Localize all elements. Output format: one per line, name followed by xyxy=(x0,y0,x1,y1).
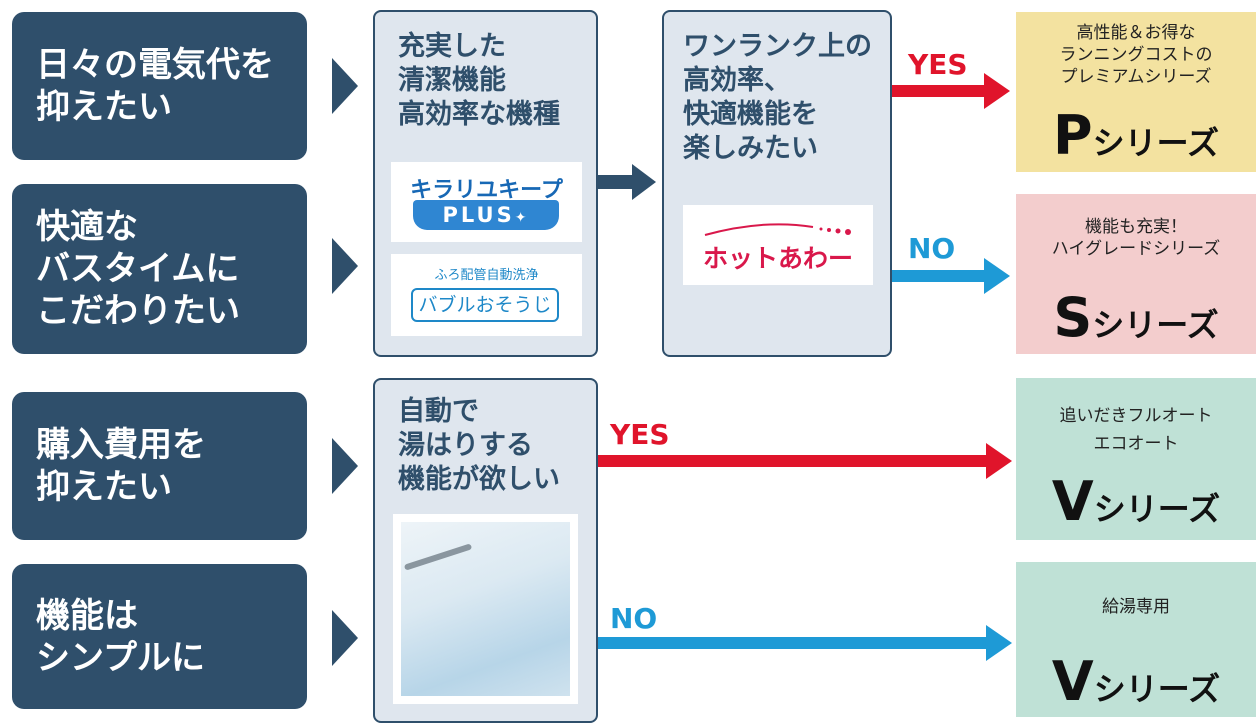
logo-text: バブルおそうじ xyxy=(411,288,559,322)
need-box-simple: 機能は シンプルに xyxy=(12,564,307,709)
need-line: 抑えたい xyxy=(36,87,172,127)
arrow-line-no xyxy=(892,270,986,282)
need-line: 抑えたい xyxy=(36,467,172,507)
yes-label: YES xyxy=(908,48,968,81)
logo-swoosh xyxy=(704,223,851,236)
logo-kirari-ukeep-plus: キラリユキープ PLUS✦ xyxy=(391,162,582,242)
arrow-right-icon xyxy=(986,443,1012,479)
series-name: Pシリーズ xyxy=(1053,104,1219,167)
need-line: 日々の電気代を xyxy=(36,45,274,85)
yes-label: YES xyxy=(610,418,670,451)
arrow-line-yes xyxy=(598,455,988,467)
panel1-title: 充実した 清潔機能 高効率な機種 xyxy=(398,31,560,130)
arrow-line xyxy=(598,175,634,189)
logo-hot-awa: ホットあわー xyxy=(683,205,873,285)
logo-text: キラリユキープ xyxy=(410,178,563,203)
no-label: NO xyxy=(610,602,658,635)
need-box-comfort: 快適な バスタイムに こだわりたい xyxy=(12,184,307,354)
chevron-right-icon xyxy=(332,610,358,666)
series-name: Sシリーズ xyxy=(1053,286,1219,349)
arrow-right-icon xyxy=(632,164,656,200)
series-name: Vシリーズ xyxy=(1051,470,1221,533)
result-v-series-basic: 給湯専用 Vシリーズ xyxy=(1016,562,1256,717)
arrow-line-yes xyxy=(892,85,986,97)
arrow-line-no xyxy=(598,637,988,649)
need-line: 快適な xyxy=(36,207,138,247)
chevron-right-icon xyxy=(332,238,358,294)
bathtub-water xyxy=(401,522,570,696)
result-description: 高性能＆お得な ランニングコストの プレミアムシリーズ xyxy=(1059,23,1213,87)
logo-plus-badge: PLUS✦ xyxy=(413,200,559,230)
need-box-electricity: 日々の電気代を 抑えたい xyxy=(12,12,307,160)
result-description: 追いだきフルオート エコオート xyxy=(1059,406,1213,454)
arrow-right-icon xyxy=(986,625,1012,661)
result-description: 機能も充実！ ハイグレードシリーズ xyxy=(1051,217,1221,259)
need-line: こだわりたい xyxy=(36,291,240,331)
result-s-series: 機能も充実！ ハイグレードシリーズ Sシリーズ xyxy=(1016,194,1256,354)
result-p-series: 高性能＆お得な ランニングコストの プレミアムシリーズ Pシリーズ xyxy=(1016,12,1256,172)
need-box-cost: 購入費用を 抑えたい xyxy=(12,392,307,540)
no-label: NO xyxy=(908,232,956,265)
chevron-right-icon xyxy=(332,438,358,494)
bathtub-photo xyxy=(393,514,578,704)
series-name: Vシリーズ xyxy=(1051,650,1221,713)
chevron-right-icon xyxy=(332,58,358,114)
logo-text: ホットあわー xyxy=(702,244,853,273)
sparkle-icon: ✦ xyxy=(514,210,530,226)
arrow-right-icon xyxy=(984,258,1010,294)
need-line: 購入費用を xyxy=(36,425,206,465)
need-line: 機能は xyxy=(36,595,138,636)
logo-bubble-osouji: ふろ配管自動洗浄 バブルおそうじ xyxy=(391,254,582,336)
need-line: シンプルに xyxy=(36,637,205,678)
panel2-title: ワンランク上の 高効率、 快適機能を 楽しみたい xyxy=(683,31,872,164)
need-line: バスタイムに xyxy=(36,249,240,289)
logo-caption: ふろ配管自動洗浄 xyxy=(434,268,539,283)
arrow-right-icon xyxy=(984,73,1010,109)
panel-premium-efficiency xyxy=(662,10,892,357)
result-description: 給湯専用 xyxy=(1102,597,1170,617)
panel3-title: 自動で 湯はりする 機能が欲しい xyxy=(398,396,560,495)
result-v-series-auto: 追いだきフルオート エコオート Vシリーズ xyxy=(1016,378,1256,540)
